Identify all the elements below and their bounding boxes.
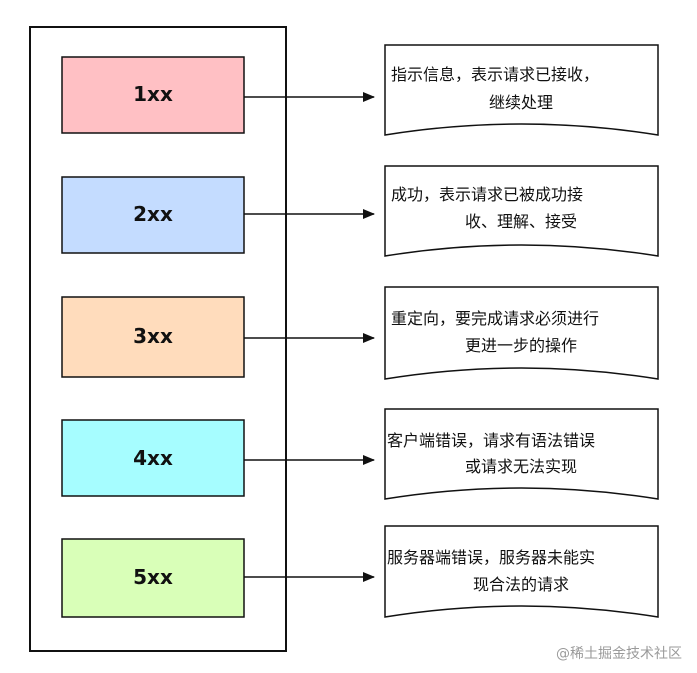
description-note-shape: [384, 165, 659, 257]
description-note-shape: [384, 408, 659, 500]
description-line-1: 重定向，要完成请求必须进行: [391, 309, 599, 328]
status-box-4xx: [61, 419, 245, 497]
status-box-1xx: [61, 56, 245, 134]
description-line-1: 指示信息，表示请求已接收，: [391, 65, 599, 84]
status-code-label: 1xx: [133, 82, 173, 106]
status-row-2xx: 2xx 成功，表示请求已被成功接 收、理解、接受: [61, 165, 659, 257]
description-line-1: 客户端错误，请求有语法错误: [387, 431, 595, 450]
description-line-2: 继续处理: [489, 93, 553, 112]
description-line-2: 或请求无法实现: [465, 457, 577, 476]
status-box-2xx: [61, 176, 245, 254]
status-row-3xx: 3xx 重定向，要完成请求必须进行 更进一步的操作: [61, 286, 659, 380]
description-line-1: 成功，表示请求已被成功接: [391, 185, 583, 204]
status-code-label: 5xx: [133, 565, 173, 589]
description-line-2: 现合法的请求: [473, 575, 569, 594]
status-code-label: 2xx: [133, 202, 173, 226]
description-note-shape: [384, 44, 659, 136]
status-code-label: 3xx: [133, 324, 173, 348]
status-box-5xx: [61, 538, 245, 618]
description-note-shape: [384, 286, 659, 380]
description-note-shape: [384, 525, 659, 618]
watermark: @稀土掘金技术社区: [556, 646, 682, 662]
status-row-5xx: 5xx 服务器端错误，服务器未能实 现合法的请求: [61, 525, 659, 618]
status-box-3xx: [61, 296, 245, 378]
description-line-1: 服务器端错误，服务器未能实: [387, 548, 595, 567]
status-code-label: 4xx: [133, 446, 173, 470]
status-row-4xx: 4xx 客户端错误，请求有语法错误 或请求无法实现: [61, 408, 659, 500]
status-row-1xx: 1xx 指示信息，表示请求已接收， 继续处理: [61, 44, 659, 136]
description-line-2: 收、理解、接受: [465, 212, 577, 231]
description-line-2: 更进一步的操作: [465, 336, 577, 355]
